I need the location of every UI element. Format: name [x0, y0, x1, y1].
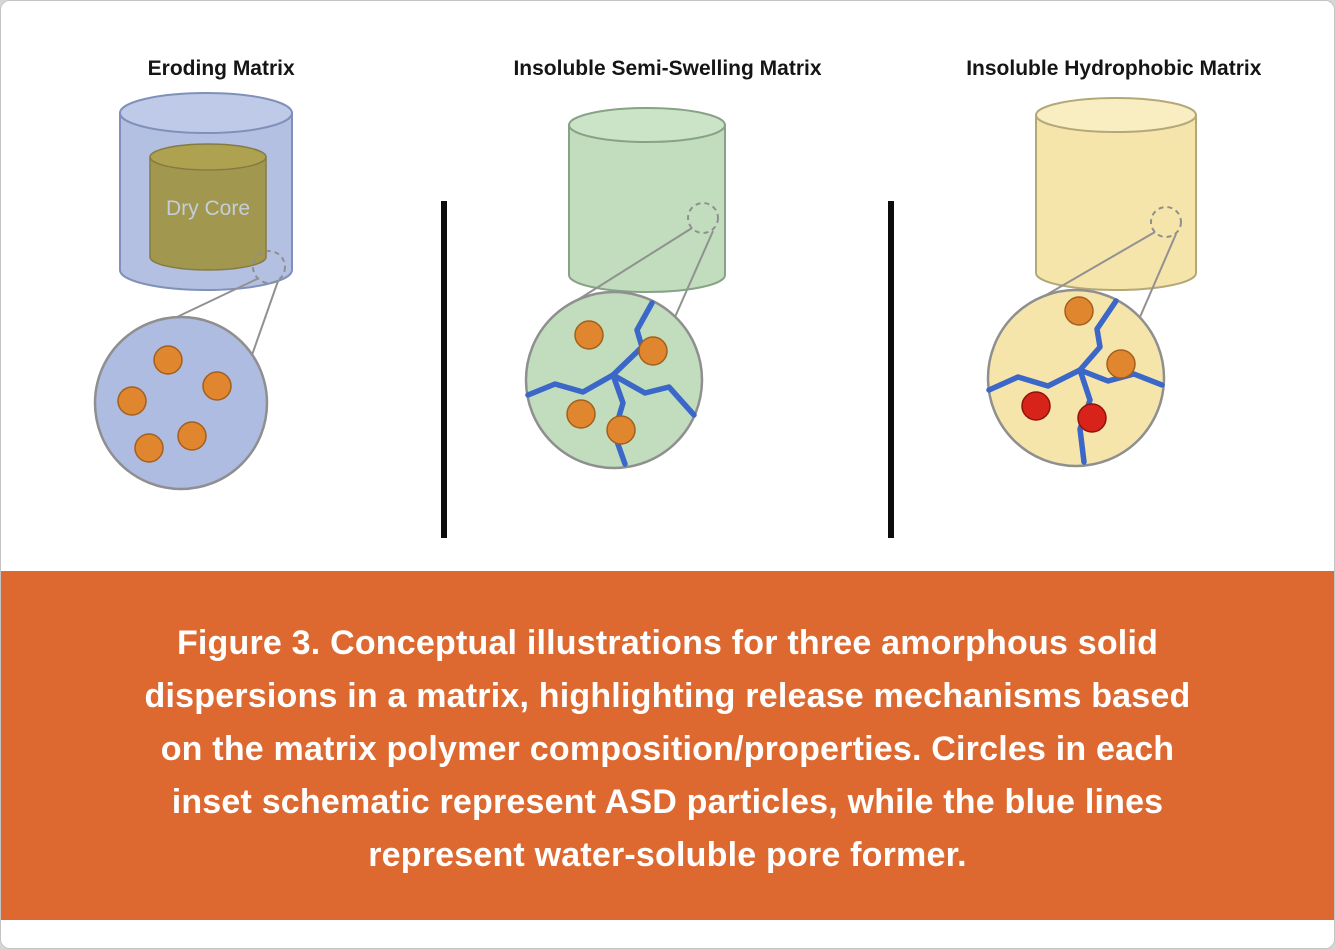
- pore-former-line: [1077, 298, 1119, 373]
- figure-caption-line: represent water-soluble pore former.: [368, 836, 967, 874]
- pore-former-line: [610, 372, 698, 418]
- pore-former-line: [610, 300, 656, 378]
- figure-caption-line: inset schematic represent ASD particles,…: [171, 783, 1164, 821]
- hydrophobic-matrix-diagram: [986, 97, 1197, 468]
- asd-particle: [202, 371, 232, 401]
- eroding-matrix-diagram: Dry Core: [93, 92, 294, 491]
- cylinder-body: [1034, 114, 1197, 291]
- dry-core-top: [149, 143, 267, 171]
- pore-former-line: [986, 367, 1083, 393]
- dry-core-cylinder: Dry Core: [149, 143, 267, 271]
- pore-former-line: [525, 372, 617, 398]
- figure-caption-line: Figure 3. Conceptual illustrations for t…: [176, 624, 1159, 662]
- panel-hydrophobic-matrix: Insoluble Hydrophobic Matrix: [894, 1, 1334, 571]
- zoom-source-circle: [1149, 206, 1182, 238]
- semi-swelling-matrix-diagram: [525, 107, 727, 470]
- asd-particle: [606, 415, 637, 445]
- inset-circle: [986, 288, 1166, 468]
- matrix-cylinder: [1034, 97, 1197, 291]
- panel-semi-swelling-matrix: Insoluble Semi-Swelling Matrix: [447, 1, 887, 571]
- cylinder-top: [568, 107, 727, 143]
- red-particle: [1077, 403, 1107, 433]
- asd-particle: [153, 345, 183, 375]
- zoom-source-circle: [252, 250, 287, 284]
- panel-divider: [887, 201, 894, 538]
- caption-band: Figure 3. Conceptual illustrations for t…: [1, 571, 1334, 920]
- cylinder-top: [1034, 97, 1197, 133]
- figure-caption-line: dispersions in a matrix, highlighting re…: [144, 677, 1191, 715]
- asd-particle: [134, 433, 164, 463]
- asd-particle: [566, 399, 597, 429]
- asd-particles: [566, 320, 669, 445]
- dry-core-label: Dry Core: [166, 197, 250, 220]
- asd-particles: [1021, 296, 1136, 433]
- asd-particle: [574, 320, 605, 350]
- asd-particles: [117, 345, 232, 463]
- asd-particle: [117, 386, 147, 416]
- zoom-source-circle: [687, 202, 720, 234]
- red-particle: [1021, 391, 1051, 421]
- panel-title-eroding-matrix: Eroding Matrix: [147, 57, 295, 80]
- asd-particle: [638, 336, 669, 366]
- cylinder-body: [568, 124, 727, 293]
- matrix-cylinder: [568, 107, 727, 293]
- dry-core-body: [149, 156, 267, 271]
- bottom-margin-strip: [1, 920, 1334, 948]
- zoom-line-right: [1138, 233, 1177, 318]
- panel-eroding-matrix: Eroding Matrix Dry Core: [1, 1, 441, 571]
- figure-caption-line: on the matrix polymer composition/proper…: [160, 730, 1175, 768]
- asd-particle: [177, 421, 207, 451]
- cylinder-top: [119, 92, 294, 134]
- zoom-line-right: [674, 230, 715, 318]
- asd-particle: [1106, 349, 1136, 379]
- zoom-line-right: [251, 280, 280, 356]
- panel-title-hydrophobic-matrix: Insoluble Hydrophobic Matrix: [966, 57, 1262, 80]
- asd-particle: [1064, 296, 1094, 326]
- diagram-row: Eroding Matrix Dry Core: [1, 1, 1334, 571]
- panel-title-semi-swelling-matrix: Insoluble Semi-Swelling Matrix: [513, 57, 822, 80]
- panel-divider: [441, 201, 448, 538]
